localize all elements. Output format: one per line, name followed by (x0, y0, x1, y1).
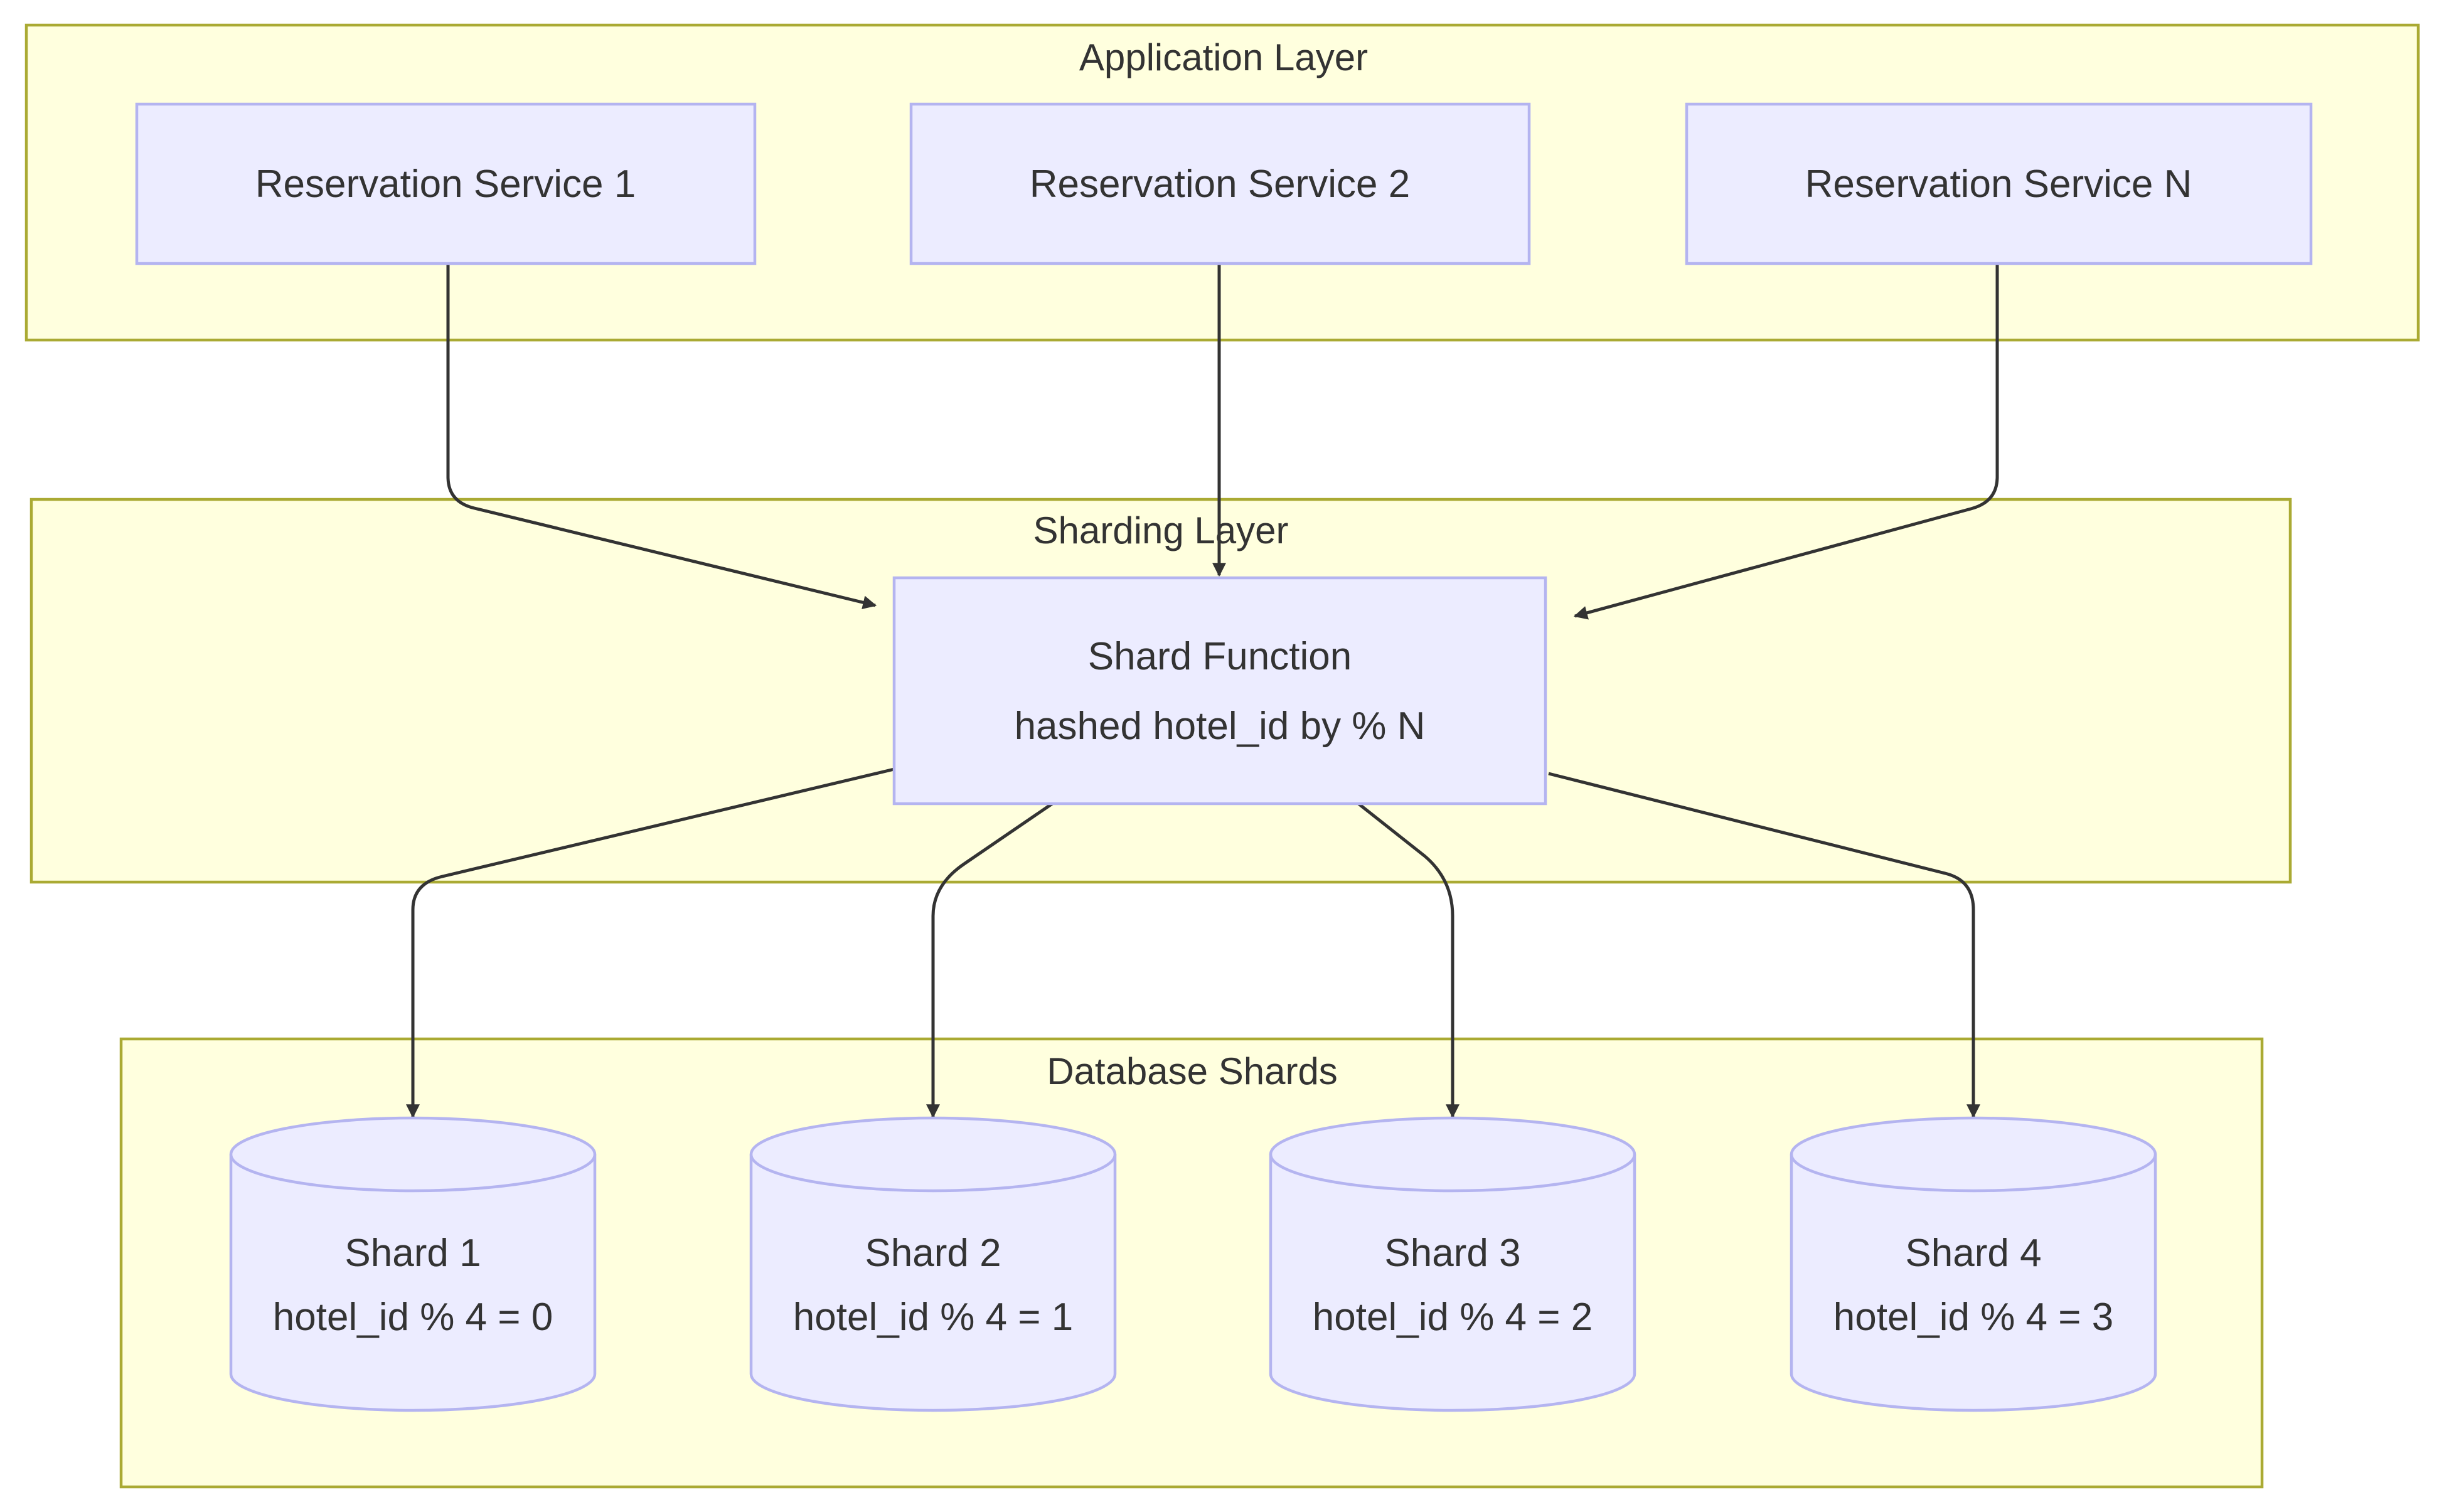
node-label-shard-function-title: Shard Function (1088, 635, 1352, 678)
node-label-shard-3-title: Shard 3 (1384, 1232, 1520, 1275)
node-shard-1: Shard 1 hotel_id % 4 = 0 (229, 1116, 597, 1412)
node-reservation-service-2: Reservation Service 2 (909, 102, 1531, 265)
edge-service-1-to-shard-function (446, 265, 877, 610)
edge-service-n-to-shard-function (1573, 265, 1999, 620)
edge-shard-function-to-shard-3 (1357, 802, 1460, 1119)
node-shard-function: Shard Function hashed hotel_id by % N (892, 576, 1547, 806)
node-label-shard-3-rule: hotel_id % 4 = 2 (1313, 1296, 1593, 1339)
node-shard-2: Shard 2 hotel_id % 4 = 1 (749, 1116, 1117, 1412)
edge-shard-function-to-shard-4 (1548, 772, 1981, 1119)
cluster-title-sharding-layer: Sharding Layer (1033, 509, 1289, 551)
node-shard-4: Shard 4 hotel_id % 4 = 3 (1790, 1116, 2157, 1412)
node-label-shard-2-rule: hotel_id % 4 = 1 (793, 1296, 1073, 1339)
node-reservation-service-1: Reservation Service 1 (135, 102, 757, 265)
node-label-shard-4-title: Shard 4 (1905, 1232, 2041, 1275)
edge-shard-function-to-shard-1 (405, 767, 895, 1119)
edges (405, 265, 1999, 1119)
node-label-shard-4-rule: hotel_id % 4 = 3 (1833, 1296, 2113, 1339)
node-label-reservation-service-1: Reservation Service 1 (255, 162, 636, 206)
node-label-shard-2-title: Shard 2 (865, 1232, 1001, 1275)
node-label-shard-1-rule: hotel_id % 4 = 0 (273, 1296, 553, 1339)
cluster-title-database-shards: Database Shards (1047, 1050, 1338, 1092)
node-reservation-service-n: Reservation Service N (1685, 102, 2313, 265)
edge-shard-function-to-shard-2 (926, 802, 1054, 1119)
node-label-reservation-service-2: Reservation Service 2 (1030, 162, 1411, 206)
node-label-reservation-service-n: Reservation Service N (1805, 162, 2192, 206)
node-label-shard-1-title: Shard 1 (344, 1232, 481, 1275)
cluster-title-application-layer: Application Layer (1079, 36, 1368, 78)
node-shard-3: Shard 3 hotel_id % 4 = 2 (1269, 1116, 1636, 1412)
node-label-shard-function-subtitle: hashed hotel_id by % N (1015, 705, 1426, 748)
